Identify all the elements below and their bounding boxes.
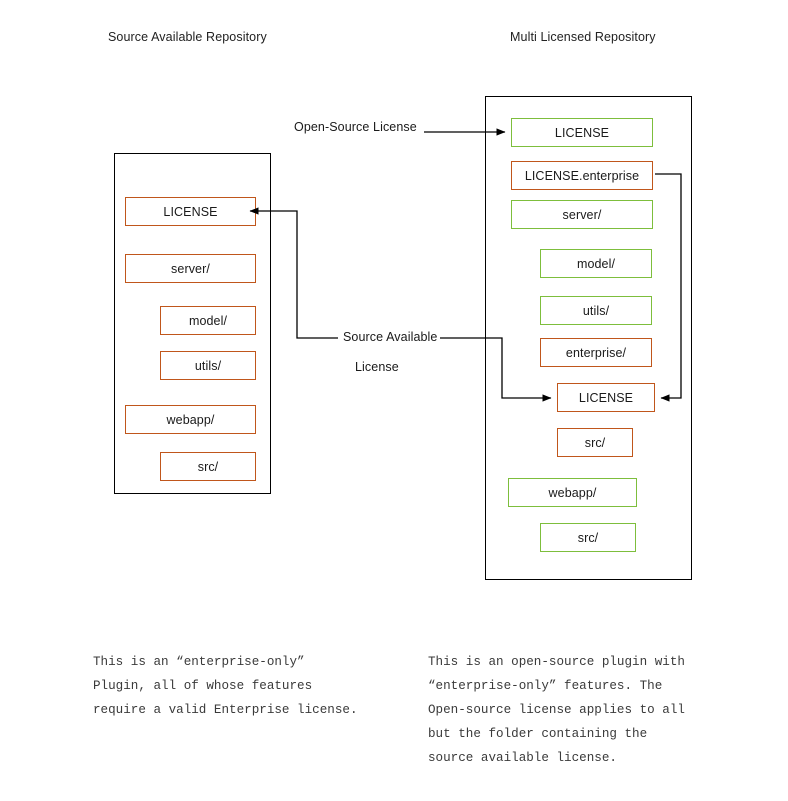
left-node-server[interactable]: server/ xyxy=(125,254,256,283)
right-node-utils[interactable]: utils/ xyxy=(540,296,652,325)
right-node-license-enterprise[interactable]: LICENSE.enterprise xyxy=(511,161,653,190)
right-node-model[interactable]: model/ xyxy=(540,249,652,278)
connector-label-source-available-line1: Source Available xyxy=(343,330,438,344)
connector-label-source-available-line2: License xyxy=(355,360,399,374)
right-repo-heading: Multi Licensed Repository xyxy=(510,30,656,44)
connector-label-open-source-license: Open-Source License xyxy=(294,120,417,134)
left-repo-heading: Source Available Repository xyxy=(108,30,267,44)
right-node-webapp-src[interactable]: src/ xyxy=(540,523,636,552)
left-node-model[interactable]: model/ xyxy=(160,306,256,335)
right-node-server[interactable]: server/ xyxy=(511,200,653,229)
right-node-enterprise-license[interactable]: LICENSE xyxy=(557,383,655,412)
left-node-webapp[interactable]: webapp/ xyxy=(125,405,256,434)
right-node-enterprise-src[interactable]: src/ xyxy=(557,428,633,457)
left-node-src[interactable]: src/ xyxy=(160,452,256,481)
right-node-enterprise[interactable]: enterprise/ xyxy=(540,338,652,367)
right-node-license[interactable]: LICENSE xyxy=(511,118,653,147)
right-caption: This is an open-source plugin with “ente… xyxy=(428,655,685,765)
left-node-utils[interactable]: utils/ xyxy=(160,351,256,380)
left-node-license[interactable]: LICENSE xyxy=(125,197,256,226)
left-caption: This is an “enterprise-only” Plugin, all… xyxy=(93,655,358,717)
right-node-webapp[interactable]: webapp/ xyxy=(508,478,637,507)
